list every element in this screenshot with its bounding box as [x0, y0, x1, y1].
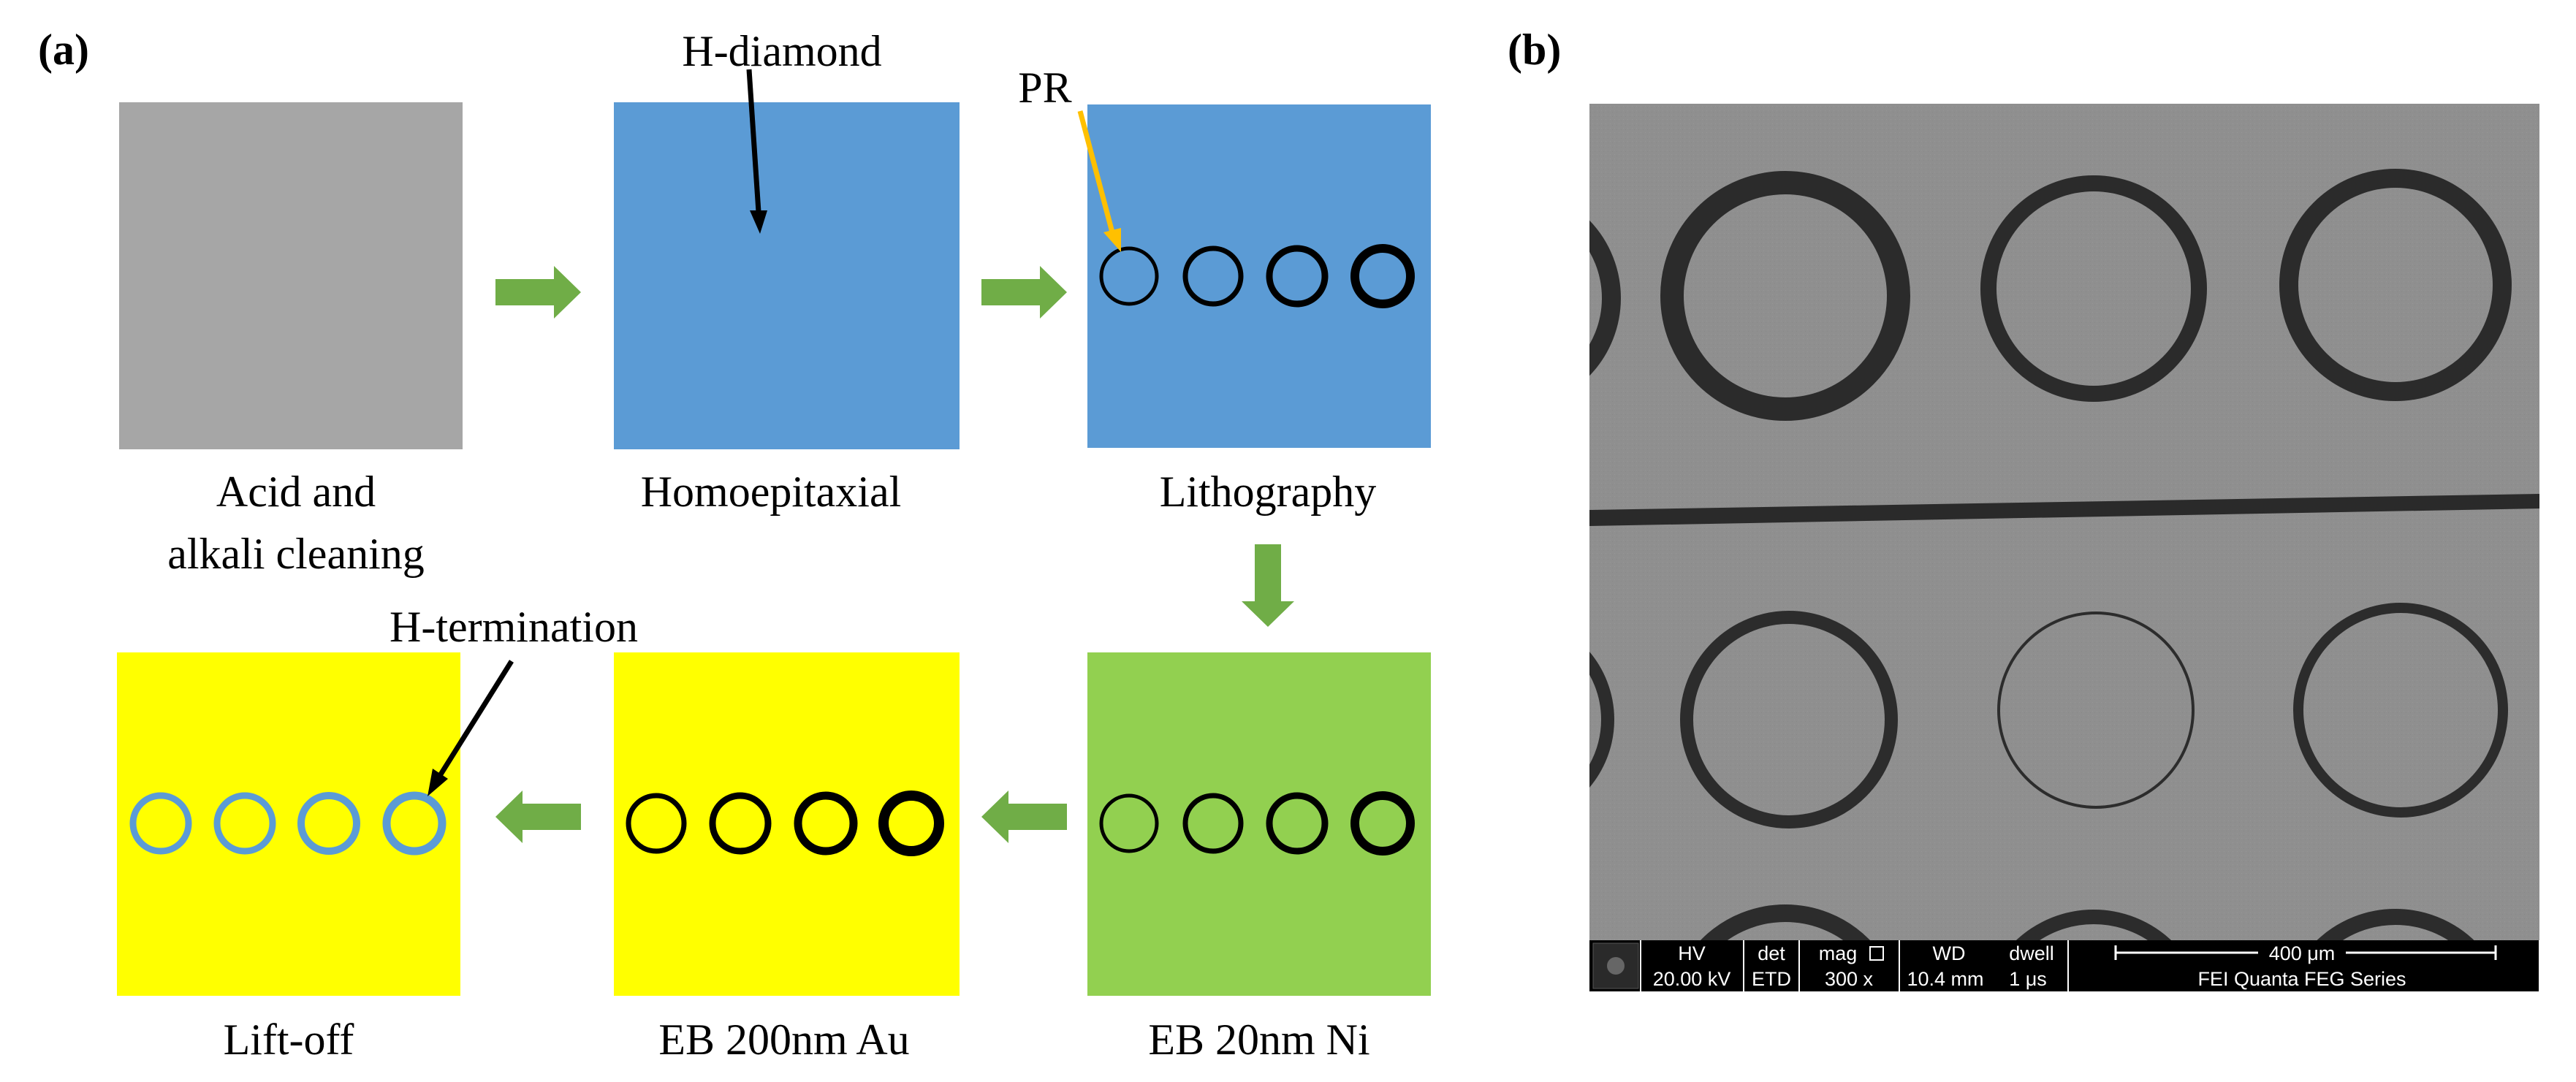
sem-ring	[2293, 603, 2508, 818]
liftoff-square	[117, 652, 460, 996]
h-termination-pointer-line	[438, 660, 514, 776]
h-terminated-ring	[382, 791, 447, 856]
sem-value-hv: 20.00 kV	[1653, 968, 1731, 990]
pr-pointer-head	[1103, 228, 1121, 252]
ni-ring	[1350, 791, 1415, 856]
ni-square	[1087, 652, 1431, 996]
panel-label-b: (b)	[1508, 26, 1561, 74]
step-ni-label: EB 20nm Ni	[1148, 1016, 1369, 1064]
sem-instrument-name: FEI Quanta FEG Series	[2197, 968, 2406, 990]
au-square	[614, 652, 960, 996]
sem-logo-mark	[1607, 957, 1625, 975]
step-liftoff-label: Lift-off	[224, 1016, 354, 1064]
pr-ring	[1099, 246, 1159, 306]
sem-ring	[1589, 652, 1614, 788]
sem-info-bar: HV 20.00 kV det ETD mag 300 x WD 10.4 mm…	[1589, 940, 2540, 991]
panel-label-a: (a)	[38, 26, 89, 74]
sem-header-hv: HV	[1678, 942, 1706, 964]
au-ring	[878, 790, 944, 856]
sem-value-dwell: 1 μs	[2009, 968, 2047, 990]
step-au-label: EB 200nm Au	[658, 1016, 909, 1064]
sem-ring	[1660, 171, 1910, 421]
ni-ring	[1266, 792, 1329, 855]
sem-ring	[2279, 169, 2512, 401]
sem-header-dwell: dwell	[2009, 942, 2054, 964]
step-cleaning-label-line1: Acid and	[216, 468, 376, 516]
flow-arrow-right-1	[495, 266, 581, 319]
sem-ring	[2286, 909, 2505, 991]
sem-scale-bar-label: 400 μm	[2269, 942, 2336, 964]
sem-scale-bar	[2114, 945, 2497, 960]
sem-header-det: det	[1758, 942, 1785, 964]
step-cleaning-label-line2: alkali cleaning	[167, 530, 425, 578]
step-lithography-label: Lithography	[1160, 468, 1377, 516]
flow-arrow-right-2	[981, 266, 1067, 319]
sem-header-wd: WD	[1933, 942, 1966, 964]
sem-value-det: ETD	[1752, 968, 1791, 990]
pr-pointer-line	[1077, 110, 1115, 233]
ni-ring	[1182, 793, 1244, 854]
sem-ring	[1680, 611, 1898, 828]
step-homoepitaxial: H-diamond Homoepitaxial	[614, 27, 960, 516]
pr-ring	[1266, 245, 1329, 308]
step-au: EB 200nm Au	[614, 652, 960, 1064]
pr-ring	[1182, 245, 1244, 307]
h-diamond-pointer-head	[750, 210, 767, 234]
step-homoepitaxial-label: Homoepitaxial	[641, 468, 902, 516]
step-cleaning: Acid and alkali cleaning	[119, 102, 463, 578]
lithography-square	[1087, 104, 1431, 448]
flow-arrow-left-1	[981, 790, 1067, 843]
flow-arrow-left-2	[495, 790, 581, 843]
sem-ring	[1997, 612, 2195, 809]
h-diamond-annotation: H-diamond	[682, 27, 881, 75]
diamond-square	[614, 102, 960, 449]
h-terminated-ring	[129, 792, 192, 855]
step-lithography: PR Lithography	[1018, 64, 1431, 516]
sem-ring	[1671, 904, 1900, 991]
au-ring	[709, 792, 772, 855]
sem-ring	[1985, 910, 2203, 991]
step-ni: EB 20nm Ni	[1087, 652, 1431, 1064]
au-ring	[794, 791, 858, 856]
au-ring	[626, 793, 687, 854]
substrate-square	[119, 102, 463, 449]
h-terminated-ring	[297, 792, 360, 855]
ni-ring	[1099, 793, 1159, 853]
pr-annotation: PR	[1018, 64, 1071, 112]
sem-trench-line	[1589, 494, 2539, 526]
pr-ring	[1350, 244, 1415, 308]
sem-header-mag: mag	[1819, 942, 1858, 964]
sem-value-mag: 300 x	[1825, 968, 1874, 990]
sem-mag-square-icon	[1869, 946, 1884, 961]
h-termination-pointer-head	[428, 769, 448, 796]
h-diamond-pointer-line	[746, 69, 761, 213]
sem-image: HV 20.00 kV det ETD mag 300 x WD 10.4 mm…	[1589, 104, 2540, 991]
step-liftoff: H-termination Lift-off	[117, 603, 638, 1064]
sem-background	[1589, 104, 2539, 991]
h-terminated-ring	[213, 792, 276, 855]
h-termination-annotation: H-termination	[390, 603, 638, 651]
flow-arrow-down	[1242, 544, 1294, 627]
sem-ring	[1589, 220, 1621, 376]
sem-value-wd: 10.4 mm	[1907, 968, 1983, 990]
sem-ring	[1980, 175, 2207, 402]
